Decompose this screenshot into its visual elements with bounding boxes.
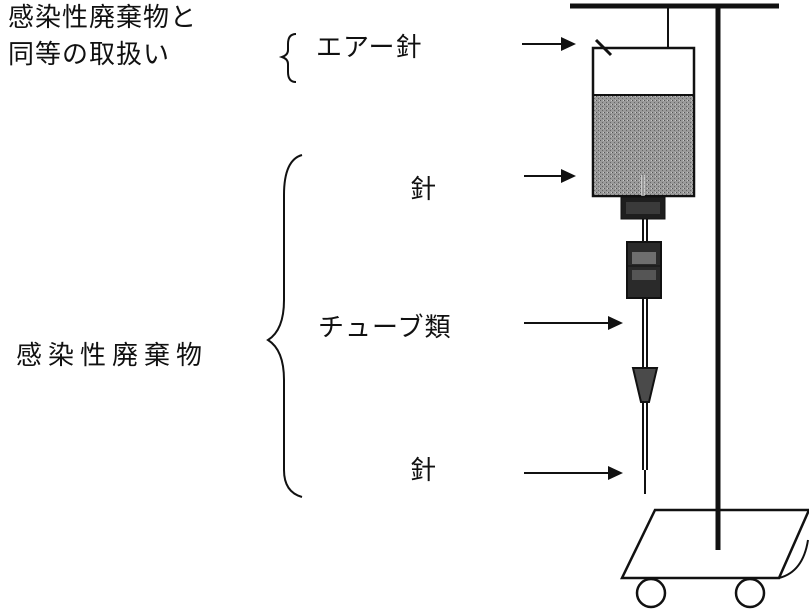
arrow-tubes (524, 316, 623, 330)
air-needle-label: エアー針 (316, 33, 423, 63)
equivalent-handling-line-1: 感染性廃棄物と (8, 3, 198, 33)
infectious-waste-label: 感染性廃棄物 (16, 341, 209, 371)
needle-top-label: 針 (410, 175, 438, 205)
small-brace (278, 33, 297, 83)
large-brace (266, 154, 303, 498)
drip-bottle (591, 38, 696, 198)
arrow-needle-top (524, 169, 576, 183)
equivalent-handling-label: 感染性廃棄物と 同等の取扱い (8, 0, 197, 74)
stand-base (620, 508, 809, 580)
iv-stand (570, 3, 809, 609)
base-side-curve (778, 539, 809, 579)
arrow-needle-bottom (524, 466, 623, 480)
drip-chamber (626, 241, 662, 299)
wheel-right (734, 577, 766, 609)
tubes-label: チューブ類 (318, 313, 452, 343)
arrow-air-needle (522, 37, 576, 51)
wheel-left (635, 577, 667, 609)
equivalent-handling-line-2: 同等の取扱い (8, 40, 171, 70)
needle-bottom-label: 針 (410, 456, 438, 486)
air-needle (594, 38, 613, 57)
tube-connector (631, 367, 659, 403)
